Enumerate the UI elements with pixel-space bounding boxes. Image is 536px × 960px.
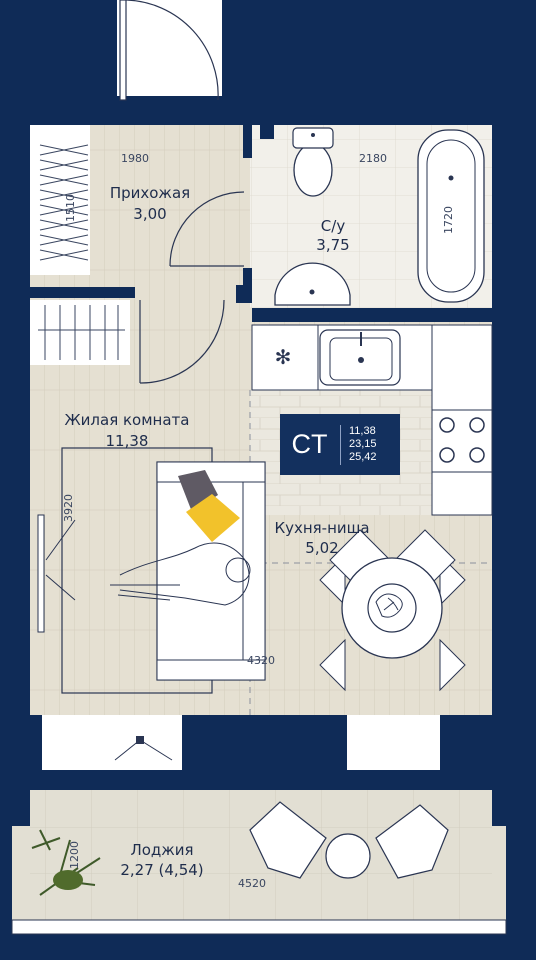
dim-loggia-width: 4520 bbox=[238, 877, 266, 890]
balcony-door-left bbox=[42, 715, 182, 770]
freezer-icon: ✻ bbox=[275, 345, 292, 369]
badge-area-loggia: 25,42 bbox=[349, 451, 377, 463]
loggia-name: Лоджия bbox=[130, 841, 193, 859]
badge-divider bbox=[340, 424, 341, 465]
dim-bath-length: 1720 bbox=[442, 206, 455, 234]
apartment-type-badge: СТ 11,38 23,15 25,42 bbox=[280, 414, 400, 475]
badge-area-living: 11,38 bbox=[349, 425, 376, 437]
living-area: 11,38 bbox=[106, 432, 149, 450]
dim-hallway-width: 1980 bbox=[121, 152, 149, 165]
dim-living-depth: 3920 bbox=[62, 494, 75, 522]
dim-loggia-depth: 1200 bbox=[68, 841, 81, 869]
bathtub-inner bbox=[426, 139, 476, 293]
apartment-type-code: СТ bbox=[291, 429, 329, 459]
kitchen-area: 5,02 bbox=[305, 539, 338, 557]
cooktop-burners bbox=[439, 417, 485, 463]
dim-bathroom-width: 2180 bbox=[359, 152, 387, 165]
loggia-railing bbox=[11, 919, 507, 935]
tv-unit bbox=[37, 514, 45, 633]
living-name: Жилая комната bbox=[65, 411, 190, 429]
person-sketch bbox=[110, 542, 251, 606]
dim-hallway-depth: 1510 bbox=[64, 194, 77, 222]
wardrobe-living bbox=[30, 300, 130, 365]
doors bbox=[119, 0, 245, 384]
badge-area-total: 23,15 bbox=[349, 438, 377, 450]
bathroom-area: 3,75 bbox=[316, 236, 349, 254]
toilet bbox=[293, 143, 333, 197]
bathroom-name: С/у bbox=[321, 217, 346, 235]
loggia-furniture bbox=[249, 801, 449, 879]
balcony-window-right bbox=[347, 715, 440, 770]
plant-leaves bbox=[53, 870, 83, 890]
hallway-area: 3,00 bbox=[133, 205, 166, 223]
wardrobe-hanger-lines bbox=[38, 144, 125, 360]
dim-apartment-width: 4320 bbox=[247, 654, 275, 667]
hallway-name: Прихожая bbox=[110, 184, 190, 202]
kitchen-name: Кухня-ниша bbox=[274, 519, 369, 537]
toilet-tank bbox=[292, 127, 334, 149]
bathtub bbox=[417, 129, 485, 303]
wardrobe-hallway bbox=[30, 125, 90, 275]
loggia-area: 2,27 (4,54) bbox=[120, 861, 203, 879]
dining-set bbox=[319, 529, 466, 692]
cooktop bbox=[431, 409, 493, 473]
badge-areas: 11,38 23,15 25,42 bbox=[341, 425, 377, 464]
sink-drain bbox=[358, 357, 364, 363]
pillow-yellow bbox=[186, 494, 240, 542]
interior-walls bbox=[30, 125, 492, 322]
washbasin bbox=[274, 262, 351, 306]
entrance-corridor bbox=[117, 0, 222, 96]
